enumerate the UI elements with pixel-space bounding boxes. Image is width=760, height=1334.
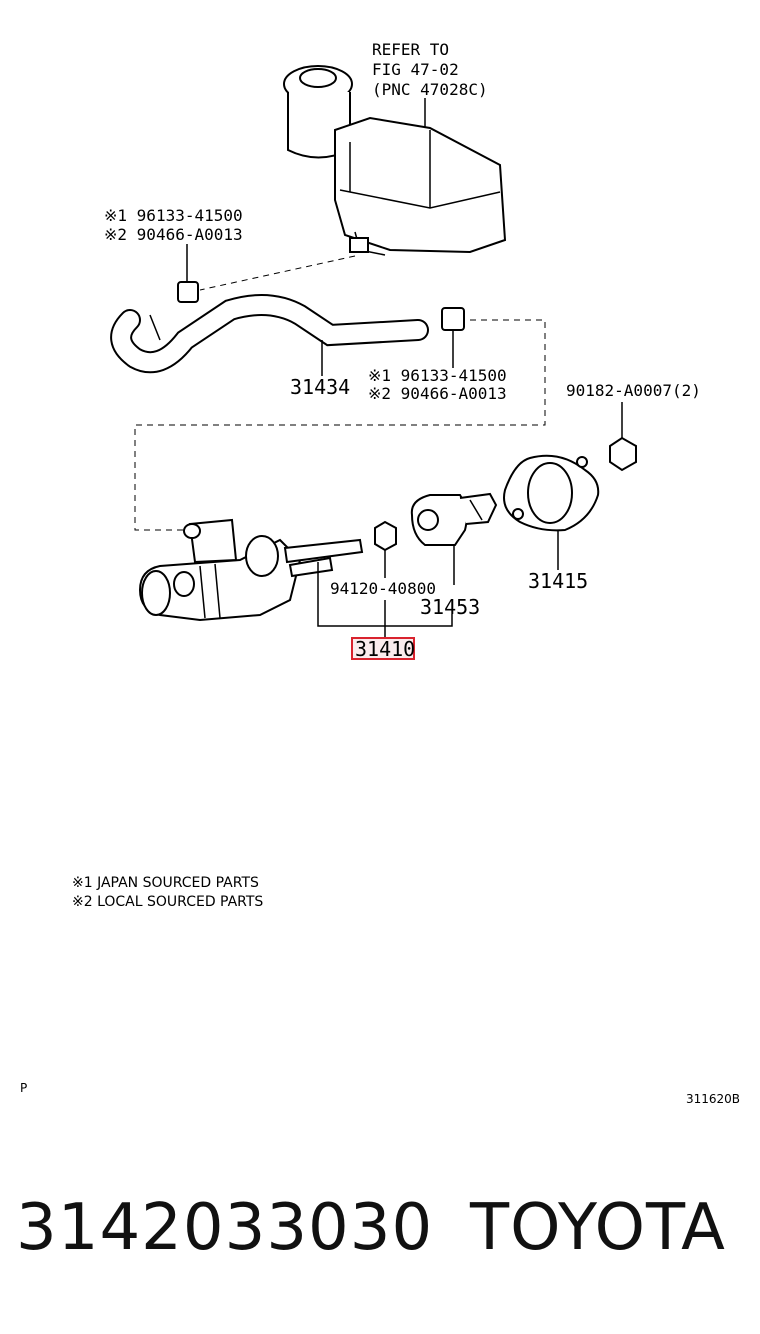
- clip-top-icon: [177, 281, 199, 303]
- nut-part-label: 90182-A0007(2): [566, 381, 701, 400]
- clip-mid-label-2: ※2 90466-A0013: [368, 384, 507, 403]
- pushrod-part-label: 31453: [420, 595, 480, 619]
- pushrod-illustration: [410, 492, 498, 546]
- reservoir-ref-line3: (PNC 47028C): [372, 80, 488, 99]
- footer-part-number: 3142033030: [16, 1191, 434, 1265]
- diagram-code: 311620B: [686, 1092, 740, 1106]
- dashed-link-cylinder: [134, 319, 546, 531]
- nut-icon: [609, 436, 637, 472]
- gasket-illustration: [503, 454, 600, 532]
- clip-top-label-1: ※1 96133-41500: [104, 206, 243, 225]
- dashed-link-reservoir: [199, 255, 356, 291]
- hose-illustration: [110, 294, 429, 374]
- clip-mid-label-1: ※1 96133-41500: [368, 366, 507, 385]
- corner-code-left: P: [20, 1081, 27, 1095]
- small-nut-label: 94120-40800: [330, 579, 436, 598]
- hose-part-label: 31434: [290, 375, 350, 399]
- gasket-part-label: 31415: [528, 569, 588, 593]
- reservoir-ref-line2: FIG 47-02: [372, 60, 459, 79]
- highlight-part-label[interactable]: 31410: [355, 637, 415, 661]
- master-cylinder-illustration: [138, 518, 364, 622]
- reservoir-ref-line1: REFER TO: [372, 40, 449, 59]
- small-nut-icon: [374, 520, 397, 552]
- clip-top-label-2: ※2 90466-A0013: [104, 225, 243, 244]
- note-japan-sourced: ※1 JAPAN SOURCED PARTS: [72, 875, 259, 891]
- note-local-sourced: ※2 LOCAL SOURCED PARTS: [72, 894, 263, 910]
- footer-brand: TOYOTA: [470, 1191, 726, 1265]
- highlight-box: [351, 637, 415, 660]
- clip-mid-icon: [441, 307, 465, 331]
- reservoir-illustration: [283, 65, 507, 256]
